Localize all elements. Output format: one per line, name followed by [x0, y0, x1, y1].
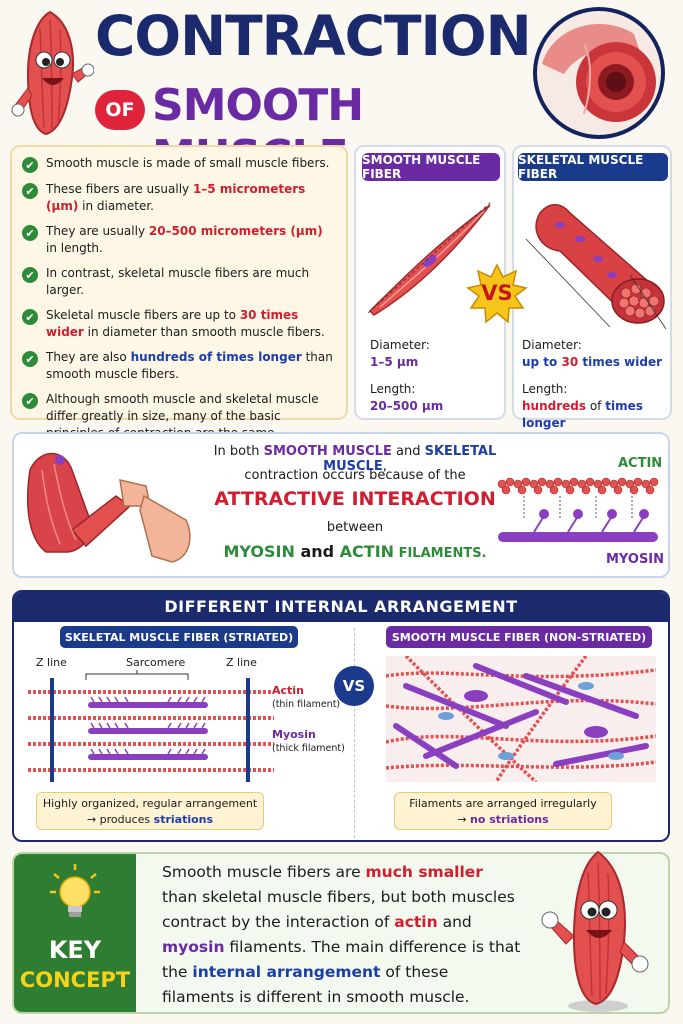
check-icon: ✔ [22, 183, 38, 199]
fact-item: ✔ These fibers are usually 1–5 micrometer… [22, 181, 336, 215]
fact-item: ✔ They are usually 20–500 micrometers (µm… [22, 223, 336, 257]
skeletal-length: Length: hundreds of times longer [522, 382, 643, 430]
fact-text: Skeletal muscle fibers are up to 30 time… [46, 308, 325, 339]
facts-card: ✔ Smooth muscle is made of small muscle f… [10, 145, 348, 440]
skeletal-fiber-card: SKELETAL MUSCLE FIBER Diameter: up to 30… [512, 145, 672, 430]
of-badge: OF [95, 90, 145, 130]
vs-circle: VS [334, 666, 374, 706]
z-line-right-label: Z line [226, 656, 257, 669]
muscle-tube-illustration [524, 4, 674, 142]
vs-burst: VS [466, 263, 528, 325]
arrangement-heading: DIFFERENT INTERNAL ARRANGEMENT [14, 592, 668, 622]
fact-item: ✔ Skeletal muscle fibers are up to 30 tim… [22, 307, 336, 341]
fact-text: Smooth muscle is made of small muscle fi… [46, 156, 330, 170]
smooth-fiber-card: SMOOTH MUSCLE FIBER Diameter: 1–5 µm Len… [354, 145, 506, 420]
fact-text: These fibers are usually 1–5 micrometers… [46, 182, 306, 213]
arrangement-card: DIFFERENT INTERNAL ARRANGEMENT SKELETAL … [12, 590, 670, 842]
check-icon: ✔ [22, 157, 38, 173]
fact-text: They are usually 20–500 micrometers (µm)… [46, 224, 323, 255]
fact-item: ✔ They are also hundreds of times longer … [22, 349, 336, 383]
skeletal-diameter: Diameter: up to 30 times wider [522, 338, 663, 369]
key-label: KEY [48, 936, 102, 964]
mascot-top-left [6, 8, 95, 138]
interaction-line3: ATTRACTIVE INTERACTION [214, 488, 496, 510]
skeletal-fiber-label: SKELETAL MUSCLE FIBER [518, 153, 668, 181]
smooth-fiber-illustration [367, 200, 493, 316]
actin-myosin-illustration [497, 477, 659, 542]
mascot-bottom-right [536, 846, 656, 1016]
fact-item: ✔ In contrast, skeletal muscle fibers are… [22, 265, 336, 299]
arm-wrestling-illustration [27, 452, 191, 563]
skeletal-fiber-illustration [525, 204, 667, 330]
key-concept-text: Smooth muscle fibers are much smaller th… [162, 863, 521, 1006]
check-icon: ✔ [22, 225, 38, 241]
smooth-length: Length: 20–500 µm [370, 382, 444, 413]
skeletal-striated-label: SKELETAL MUSCLE FIBER (STRIATED) [60, 626, 298, 648]
fact-item: ✔ Smooth muscle is made of small muscle f… [22, 155, 336, 173]
smooth-note: Filaments are arranged irregularly → no … [394, 792, 612, 830]
smooth-fiber-label: SMOOTH MUSCLE FIBER [362, 153, 500, 181]
fact-text: They are also hundreds of times longer t… [46, 350, 333, 381]
facts-list: ✔ Smooth muscle is made of small muscle f… [22, 155, 336, 442]
interaction-line2: contraction occurs because of the [244, 468, 466, 483]
interaction-line4: between [326, 520, 384, 535]
divider [354, 628, 355, 838]
check-icon: ✔ [22, 309, 38, 325]
key-concept-badge: KEY CONCEPT [14, 854, 136, 1012]
interaction-line5: MYOSIN and ACTIN FILAMENTS. [223, 542, 487, 561]
smooth-nonstriated-label: SMOOTH MUSCLE FIBER (NON-STRIATED) [386, 626, 652, 648]
actin-callout: Actin (thin filament) [272, 684, 341, 710]
myosin-callout: Myosin (thick filament) [272, 728, 345, 754]
interaction-card: In both SMOOTH MUSCLE and SKELETAL MUSCL… [12, 432, 670, 578]
actin-label: ACTIN [618, 456, 663, 471]
interaction-line1: In both SMOOTH MUSCLE and SKELETAL MUSCL… [213, 444, 497, 474]
myosin-label: MYOSIN [606, 552, 665, 567]
striated-sarcomere-diagram [28, 670, 274, 782]
lightbulb-icon [50, 864, 100, 917]
concept-label: CONCEPT [19, 968, 131, 992]
irregular-filament-diagram [386, 656, 656, 782]
check-icon: ✔ [22, 351, 38, 367]
check-icon: ✔ [22, 267, 38, 283]
vs-label: VS [481, 281, 513, 305]
sarcomere-label: Sarcomere [126, 656, 186, 669]
check-icon: ✔ [22, 393, 38, 409]
smooth-diameter: Diameter: 1–5 µm [370, 338, 430, 369]
title-line1: CONTRACTION [95, 4, 532, 68]
skeletal-note: Highly organized, regular arrangement → … [36, 792, 264, 830]
z-line-left-label: Z line [36, 656, 67, 669]
fact-text: In contrast, skeletal muscle fibers are … [46, 266, 310, 297]
